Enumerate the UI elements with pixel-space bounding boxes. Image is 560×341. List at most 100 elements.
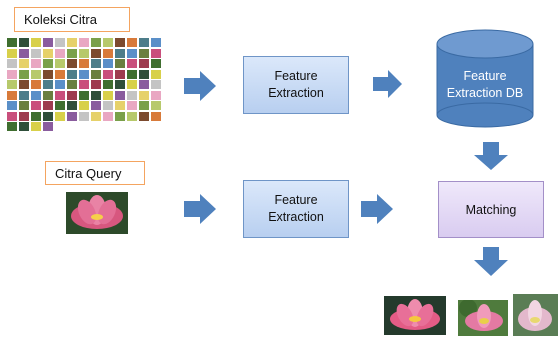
collection-thumbnail xyxy=(127,101,137,110)
collection-thumbnail xyxy=(43,101,53,110)
result-image-3 xyxy=(513,294,558,336)
collection-thumbnail xyxy=(79,80,89,89)
collection-thumbnail xyxy=(139,38,149,47)
collection-thumbnail xyxy=(19,48,29,58)
collection-thumbnail xyxy=(67,48,77,58)
collection-thumbnail xyxy=(103,101,113,110)
collection-thumbnail xyxy=(127,69,137,79)
collection-thumbnail xyxy=(7,111,17,121)
collection-thumbnail xyxy=(127,90,137,100)
collection-thumbnail xyxy=(115,111,125,121)
collection-thumbnail xyxy=(139,69,149,79)
collection-thumbnail xyxy=(79,90,89,100)
collection-thumbnail xyxy=(103,48,113,58)
collection-thumbnail xyxy=(31,48,41,58)
collection-thumbnail xyxy=(19,59,29,68)
collection-thumbnail xyxy=(31,90,41,100)
collection-thumbnail xyxy=(79,101,89,110)
collection-thumbnail xyxy=(127,59,137,68)
collection-thumbnail xyxy=(115,48,125,58)
collection-thumbnail xyxy=(7,69,17,79)
collection-thumbnail xyxy=(115,90,125,100)
result-image-1 xyxy=(384,296,446,335)
collection-thumbnail xyxy=(79,69,89,79)
query-label-text: Citra Query xyxy=(55,165,122,181)
collection-thumbnail xyxy=(127,80,137,89)
collection-thumbnail xyxy=(151,111,161,121)
feature-db-label: Feature Extraction DB xyxy=(446,69,524,100)
feature-extraction-box-bottom: Feature Extraction xyxy=(243,180,349,238)
collection-thumbnail xyxy=(43,111,53,121)
feature-extraction-bottom-text: Feature Extraction xyxy=(268,193,324,224)
collection-thumbnail xyxy=(151,101,161,110)
collection-thumbnail xyxy=(91,48,101,58)
collection-thumbnail xyxy=(91,111,101,121)
collection-thumbnail xyxy=(43,38,53,47)
collection-thumbnail xyxy=(151,48,161,58)
collection-thumbnail xyxy=(139,80,149,89)
query-image xyxy=(66,192,128,234)
collection-thumbnail xyxy=(19,101,29,110)
collection-thumbnail xyxy=(43,59,53,68)
collection-thumbnail xyxy=(139,59,149,68)
collection-thumbnail xyxy=(43,80,53,89)
collection-thumbnail xyxy=(43,90,53,100)
collection-thumbnail xyxy=(79,38,89,47)
collection-thumbnail xyxy=(67,101,77,110)
collection-thumbnail xyxy=(151,90,161,100)
collection-thumbnail xyxy=(55,38,65,47)
collection-thumbnail xyxy=(151,59,161,68)
collection-thumbnail xyxy=(103,90,113,100)
collection-thumbnail xyxy=(139,90,149,100)
collection-thumbnail xyxy=(127,48,137,58)
collection-thumbnail xyxy=(7,48,17,58)
collection-label-text: Koleksi Citra xyxy=(24,12,97,27)
collection-thumbnail xyxy=(91,80,101,89)
collection-thumbnail xyxy=(115,38,125,47)
collection-thumbnail xyxy=(139,101,149,110)
collection-thumbnail xyxy=(43,69,53,79)
database-cylinder-icon xyxy=(436,29,534,128)
arrow-down-icon xyxy=(474,247,508,276)
collection-thumbnail xyxy=(115,101,125,110)
query-label: Citra Query xyxy=(45,161,145,185)
collection-thumbnail xyxy=(91,69,101,79)
collection-label: Koleksi Citra xyxy=(14,7,130,32)
collection-thumbnail xyxy=(43,48,53,58)
collection-thumbnail xyxy=(151,80,161,89)
feature-extraction-box-top: Feature Extraction xyxy=(243,56,349,114)
collection-thumbnail xyxy=(115,80,125,89)
image-collection-mosaic xyxy=(7,38,167,132)
collection-thumbnail xyxy=(103,59,113,68)
collection-thumbnail xyxy=(55,69,65,79)
collection-thumbnail xyxy=(91,38,101,47)
collection-thumbnail xyxy=(7,59,17,68)
collection-thumbnail xyxy=(67,90,77,100)
matching-text: Matching xyxy=(465,202,517,217)
arrow-right-icon xyxy=(373,70,402,98)
collection-thumbnail xyxy=(103,80,113,89)
collection-thumbnail xyxy=(115,69,125,79)
collection-thumbnail xyxy=(139,48,149,58)
collection-thumbnail xyxy=(31,38,41,47)
collection-thumbnail xyxy=(79,59,89,68)
collection-thumbnail xyxy=(67,59,77,68)
collection-thumbnail xyxy=(67,38,77,47)
result-image-2 xyxy=(458,299,508,336)
collection-thumbnail xyxy=(139,111,149,121)
collection-thumbnail xyxy=(19,122,29,131)
collection-thumbnail xyxy=(19,111,29,121)
collection-thumbnail xyxy=(19,80,29,89)
collection-thumbnail xyxy=(127,38,137,47)
collection-thumbnail xyxy=(43,122,53,131)
collection-thumbnail xyxy=(55,101,65,110)
collection-thumbnail xyxy=(91,101,101,110)
collection-thumbnail xyxy=(67,69,77,79)
feature-extraction-top-text: Feature Extraction xyxy=(268,69,324,100)
collection-thumbnail xyxy=(79,111,89,121)
collection-thumbnail xyxy=(19,38,29,47)
collection-thumbnail xyxy=(31,69,41,79)
lotus-flower-image xyxy=(66,192,128,234)
collection-thumbnail xyxy=(103,69,113,79)
collection-thumbnail xyxy=(55,90,65,100)
